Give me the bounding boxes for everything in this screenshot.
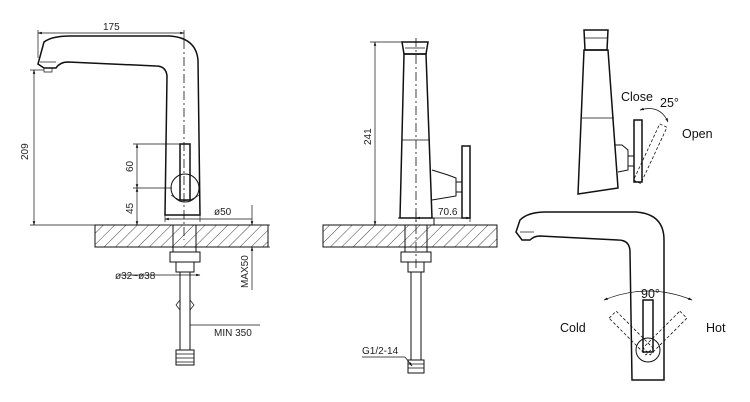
hot-cold-detail: 90° Cold Hot: [515, 211, 726, 381]
label-open: Open: [682, 127, 713, 141]
side-countertop: [322, 224, 498, 248]
detail-spout: [515, 211, 665, 381]
open-close-detail: Close 25° Open: [577, 29, 713, 195]
side-hose: [410, 271, 422, 361]
dim-side-height: 241: [363, 128, 374, 145]
label-cold: Cold: [560, 321, 586, 335]
front-handle-lever: [179, 143, 191, 201]
dim-base-height: 45: [125, 202, 136, 214]
dim-thread: G1/2-14: [362, 346, 399, 357]
detail-handle-open: [632, 123, 668, 185]
side-handle: [461, 145, 471, 219]
detail-handle-center: [642, 299, 654, 353]
label-hot: Hot: [706, 321, 726, 335]
dim-total-height: 209: [20, 143, 31, 160]
front-hose: [179, 271, 191, 351]
label-close: Close: [621, 90, 653, 104]
label-tilt-angle: 25°: [660, 96, 679, 110]
side-view: 241 70.6 G1/2-14: [322, 38, 498, 374]
detail-handle-hot: [642, 310, 688, 356]
dim-hole-diameter: ø32~ø38: [115, 271, 156, 282]
dim-spout-reach: 175: [103, 22, 120, 33]
dim-base-diameter: ø50: [214, 207, 232, 218]
dim-handle-height: 60: [125, 160, 136, 172]
label-rotate-angle: 90°: [641, 287, 660, 301]
detail-body: [577, 49, 619, 195]
front-spout: [37, 35, 201, 216]
dim-hose-length: MIN 350: [214, 328, 252, 339]
front-view: 175 209 60 45 ø50 ø32~ø38 MAX50 MIN 350: [20, 22, 270, 366]
detail-handle-closed: [633, 119, 643, 183]
detail-top-cap: [583, 29, 609, 51]
dim-side-depth: 70.6: [438, 207, 458, 218]
front-countertop: [94, 224, 269, 248]
dim-max-deck: MAX50: [240, 255, 251, 288]
